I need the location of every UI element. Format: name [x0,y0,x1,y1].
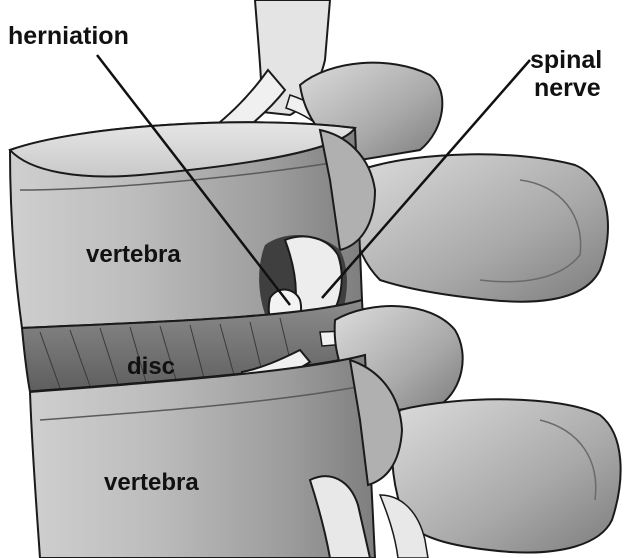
label-disc: disc [127,353,175,380]
label-herniation: herniation [8,22,129,50]
label-vertebra-top: vertebra [86,241,181,268]
label-nerve: nerve [534,74,601,102]
upper-spinous-process [352,154,608,301]
lower-spinous-process [392,399,620,552]
label-spinal: spinal [530,46,602,74]
label-vertebra-bottom: vertebra [104,469,199,496]
